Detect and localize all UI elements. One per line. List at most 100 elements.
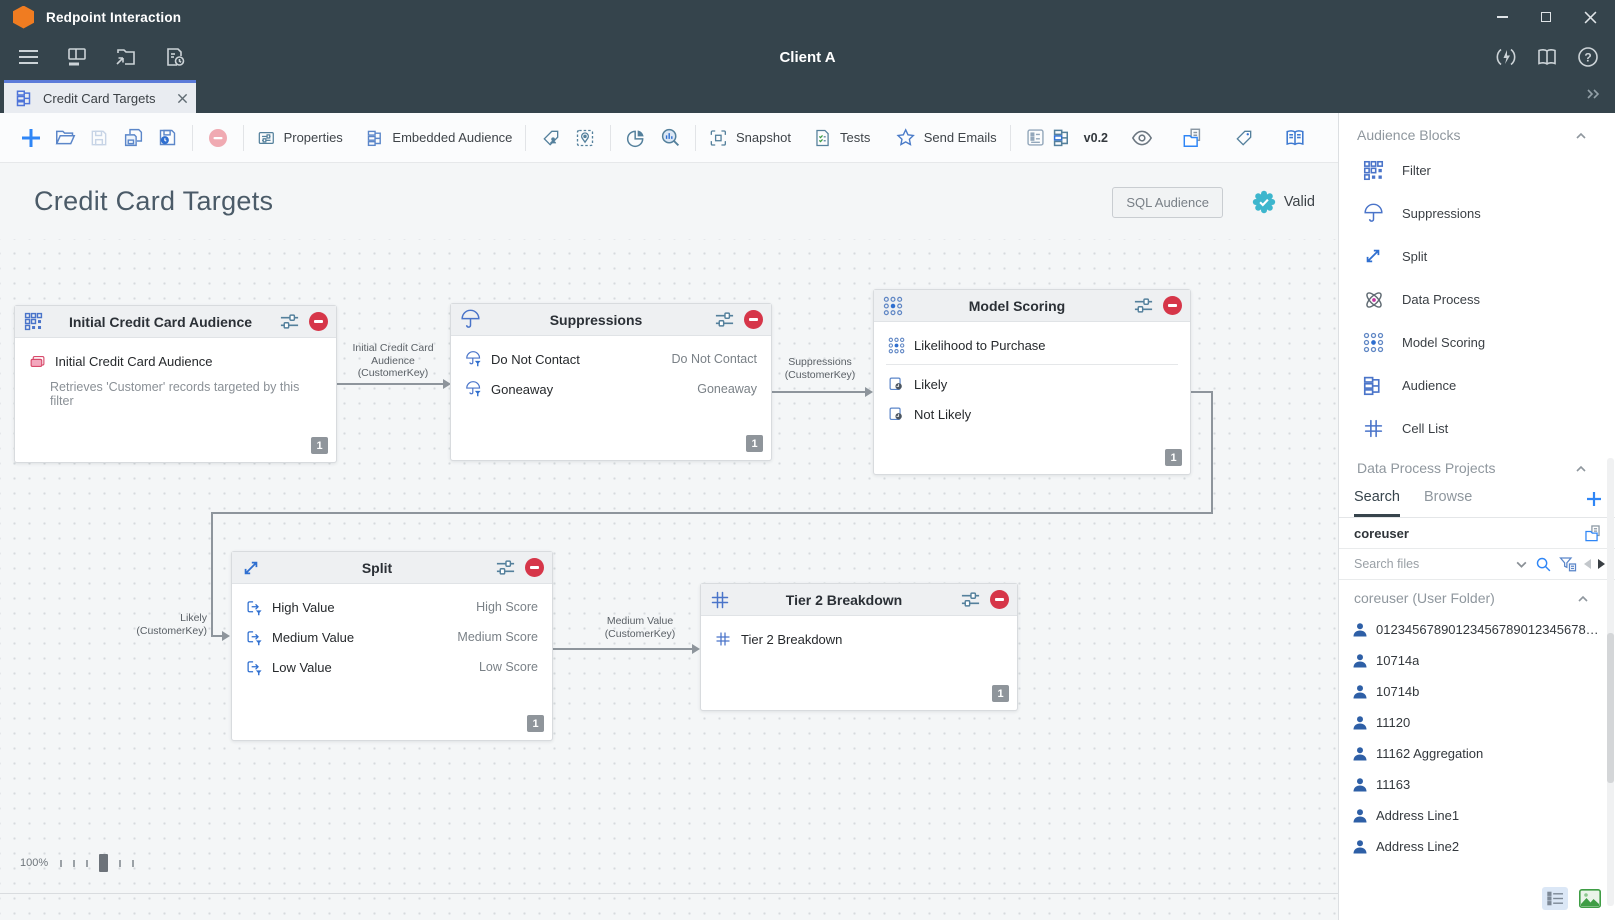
collapse-chevron-icon[interactable] (1577, 590, 1589, 606)
dropdown-chevron-icon[interactable] (1515, 560, 1528, 569)
embedded-audience-button[interactable]: Embedded Audience (362, 120, 518, 156)
properties-button[interactable]: Properties (252, 120, 348, 156)
snapshot-button[interactable]: Snapshot (704, 120, 796, 156)
sidebar-scrollbar-thumb[interactable] (1607, 633, 1614, 783)
reference-book-button[interactable] (1278, 120, 1312, 156)
collapse-chevron-icon[interactable] (1575, 460, 1587, 476)
preview-button[interactable] (1125, 120, 1159, 156)
maximize-button[interactable] (1537, 8, 1555, 26)
copy-to-folder-button[interactable] (1176, 120, 1210, 156)
cell-grid-button[interactable] (1019, 120, 1053, 156)
file-item[interactable]: 11162 Aggregation (1339, 738, 1615, 769)
node-settings-icon[interactable] (279, 311, 300, 332)
search-icon[interactable] (1535, 556, 1552, 573)
save-version-button[interactable] (150, 120, 184, 156)
user-folder-header[interactable]: coreuser (User Folder) (1339, 580, 1615, 614)
tag-button[interactable] (1227, 120, 1261, 156)
sidebar-item-model-scoring[interactable]: Model Scoring (1339, 321, 1615, 364)
node-settings-icon[interactable] (960, 589, 981, 610)
project-row-coreuser[interactable]: coreuser (1339, 518, 1615, 549)
page-title: Credit Card Targets (34, 186, 274, 216)
node-settings-icon[interactable] (1133, 295, 1154, 316)
send-emails-button[interactable]: Send Emails (891, 120, 1001, 156)
flow-canvas[interactable]: Initial Credit Card Audience (CustomerKe… (0, 239, 1338, 920)
recent-files-button[interactable] (159, 41, 191, 73)
minimize-button[interactable] (1493, 8, 1511, 26)
node-settings-icon[interactable] (714, 309, 735, 330)
add-block-button[interactable] (14, 120, 48, 156)
node-tier-2-breakdown[interactable]: Tier 2 Breakdown Tier 2 Breakdown 1 (700, 583, 1018, 711)
sidebar-item-split[interactable]: Split (1339, 235, 1615, 278)
file-item[interactable]: 11163 (1339, 769, 1615, 800)
filter-files-icon[interactable] (1559, 555, 1577, 573)
open-copy-button[interactable] (1584, 524, 1603, 543)
image-view-button[interactable] (1577, 887, 1603, 910)
node-remove-button[interactable] (1163, 296, 1182, 315)
umbrella-icon (1363, 203, 1385, 225)
properties-icon (258, 131, 274, 144)
file-item[interactable]: Address Line2 (1339, 831, 1615, 862)
data-process-projects-header[interactable]: Data Process Projects (1339, 450, 1615, 482)
tests-icon (816, 129, 829, 146)
open-project-button[interactable] (110, 41, 142, 73)
close-button[interactable] (1581, 8, 1599, 26)
node-split[interactable]: Split High Value High Score (231, 551, 553, 741)
sidebar-item-filter[interactable]: Filter (1339, 149, 1615, 192)
sync-button[interactable] (1490, 41, 1522, 73)
file-item[interactable]: 10714b (1339, 676, 1615, 707)
add-project-button[interactable] (1585, 490, 1603, 513)
file-item[interactable]: 11120 (1339, 707, 1615, 738)
tab-search[interactable]: Search (1354, 489, 1400, 517)
tab-credit-card-targets[interactable]: Credit Card Targets (4, 80, 196, 113)
node-row: Initial Credit Card Audience (15, 346, 336, 376)
workspaces-button[interactable] (61, 41, 93, 73)
tab-overflow-button[interactable] (1585, 87, 1601, 106)
open-button[interactable] (48, 120, 82, 156)
version-indicator[interactable]: v0.2 (1053, 120, 1108, 156)
collapse-chevron-icon[interactable] (1575, 127, 1587, 143)
file-search-input[interactable] (1354, 557, 1508, 571)
tab-browse[interactable]: Browse (1423, 489, 1473, 505)
documentation-button[interactable] (1531, 41, 1563, 73)
audience-blocks-header[interactable]: Audience Blocks (1339, 113, 1615, 149)
zoom-slider-handle[interactable] (99, 854, 109, 872)
tag-user-button[interactable] (534, 120, 568, 156)
previous-result-button[interactable] (1584, 559, 1591, 569)
file-item[interactable]: Address Line1 (1339, 800, 1615, 831)
tests-button[interactable]: Tests (808, 120, 875, 156)
save-all-button[interactable] (116, 120, 150, 156)
tab-close-icon[interactable] (177, 93, 188, 104)
sidebar-item-data-process[interactable]: Data Process (1339, 278, 1615, 321)
file-item[interactable]: 10714a (1339, 645, 1615, 676)
file-item[interactable]: 0123456789012345678901234567890123456789… (1339, 614, 1615, 645)
sidebar-item-suppressions[interactable]: Suppressions (1339, 192, 1615, 235)
node-remove-button[interactable] (309, 312, 328, 331)
delete-block-button[interactable] (201, 120, 235, 156)
next-result-button[interactable] (1598, 559, 1605, 569)
edge-label: Suppressions (CustomerKey) (762, 356, 878, 381)
chart-search-button[interactable] (653, 120, 687, 156)
node-settings-icon[interactable] (495, 557, 516, 578)
node-remove-button[interactable] (990, 590, 1009, 609)
menu-button[interactable] (12, 41, 44, 73)
sidebar-item-cell-list[interactable]: Cell List (1339, 407, 1615, 450)
help-button[interactable]: ? (1572, 41, 1604, 73)
row-label: Initial Credit Card Audience (55, 353, 213, 369)
node-remove-button[interactable] (525, 558, 544, 577)
person-icon (1352, 839, 1368, 855)
sidebar-item-audience[interactable]: Audience (1339, 364, 1615, 407)
edge-model-to-split (211, 512, 1213, 514)
node-remove-button[interactable] (744, 310, 763, 329)
save-button[interactable] (82, 120, 116, 156)
edge-label-line: (CustomerKey) (136, 624, 207, 637)
view-toggles (1542, 887, 1603, 910)
list-view-button[interactable] (1542, 887, 1568, 910)
node-suppressions[interactable]: Suppressions Do Not Contact Do Not Conta… (450, 303, 772, 461)
valid-status: Valid (1252, 190, 1315, 214)
file-history-icon (167, 48, 185, 66)
node-model-scoring[interactable]: Model Scoring Likelihood to Purchase (873, 289, 1191, 475)
node-row: Do Not Contact Do Not Contact (451, 344, 771, 374)
location-selection-button[interactable] (568, 120, 602, 156)
pie-chart-button[interactable] (619, 120, 653, 156)
node-initial-credit-card-audience[interactable]: Initial Credit Card Audience Initial Cre… (14, 305, 337, 463)
